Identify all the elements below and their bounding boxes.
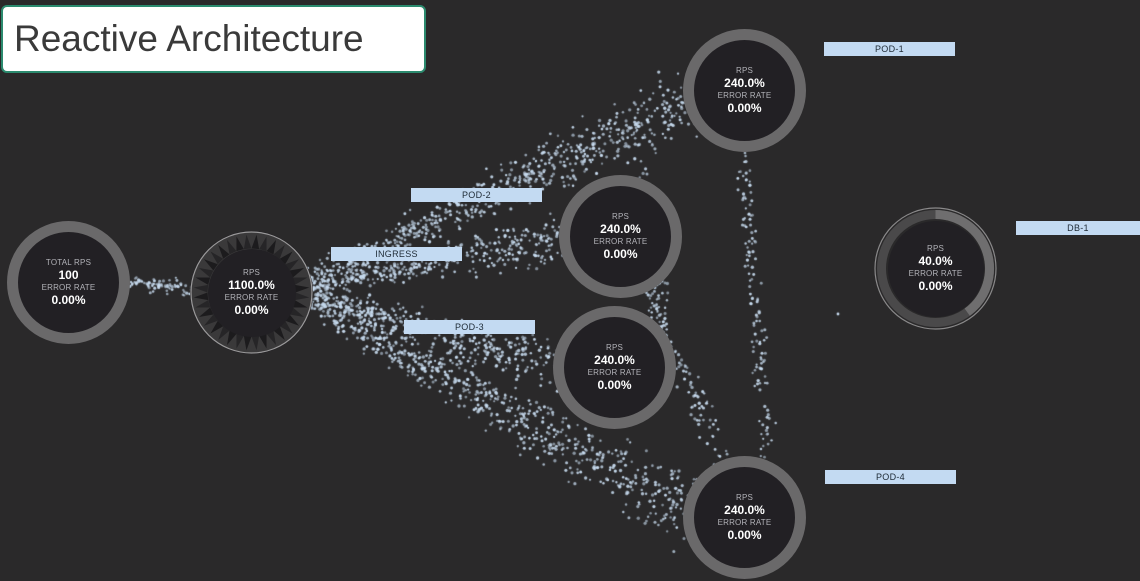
pod-4-tag[interactable]: POD-4 bbox=[825, 470, 956, 484]
pod-3-rps-label: RPS bbox=[605, 342, 624, 352]
pod-4-error-value: 0.00% bbox=[727, 527, 762, 542]
pod-4-node[interactable]: RPS 240.0% ERROR RATE 0.00% bbox=[683, 456, 806, 579]
ingress-error-label: ERROR RATE bbox=[224, 292, 279, 302]
ingress-error-value: 0.00% bbox=[234, 302, 269, 317]
total-error-label: ERROR RATE bbox=[41, 282, 96, 292]
pod-1-rps-label: RPS bbox=[735, 65, 754, 75]
total-rps-node[interactable]: TOTAL RPS 100 ERROR RATE 0.00% bbox=[7, 221, 130, 344]
pod-1-tag[interactable]: POD-1 bbox=[824, 42, 955, 56]
pod-3-tag[interactable]: POD-3 bbox=[404, 320, 535, 334]
ingress-rps-label: RPS bbox=[242, 267, 261, 277]
total-error-value: 0.00% bbox=[51, 292, 86, 307]
db-1-error-label: ERROR RATE bbox=[908, 268, 963, 278]
pod-4-rps-label: RPS bbox=[735, 492, 754, 502]
db-load-ring bbox=[874, 207, 997, 330]
ingress-tag[interactable]: INGRESS bbox=[331, 247, 462, 261]
total-rps-label: TOTAL RPS bbox=[45, 257, 92, 267]
pod-1-rps-value: 240.0% bbox=[724, 75, 765, 90]
pod-2-rps-label: RPS bbox=[611, 211, 630, 221]
db-1-rps-label: RPS bbox=[926, 243, 945, 253]
pod-2-error-value: 0.00% bbox=[603, 246, 638, 261]
pod-1-error-label: ERROR RATE bbox=[717, 90, 772, 100]
pod-4-rps-value: 240.0% bbox=[724, 502, 765, 517]
pod-3-error-value: 0.00% bbox=[597, 377, 632, 392]
ingress-node[interactable]: RPS 1100.0% ERROR RATE 0.00% bbox=[190, 231, 313, 354]
pod-2-rps-value: 240.0% bbox=[600, 221, 641, 236]
db-1-rps-value: 40.0% bbox=[918, 253, 953, 268]
pod-2-error-label: ERROR RATE bbox=[593, 236, 648, 246]
db-1-error-value: 0.00% bbox=[918, 278, 953, 293]
total-rps-value: 100 bbox=[58, 267, 79, 282]
db-1-node[interactable]: RPS 40.0% ERROR RATE 0.00% bbox=[874, 207, 997, 330]
db-1-tag[interactable]: DB-1 bbox=[1016, 221, 1140, 235]
pod-1-node[interactable]: RPS 240.0% ERROR RATE 0.00% bbox=[683, 29, 806, 152]
pod-3-rps-value: 240.0% bbox=[594, 352, 635, 367]
pod-3-node[interactable]: RPS 240.0% ERROR RATE 0.00% bbox=[553, 306, 676, 429]
pod-3-error-label: ERROR RATE bbox=[587, 367, 642, 377]
pod-1-error-value: 0.00% bbox=[727, 100, 762, 115]
pod-2-node[interactable]: RPS 240.0% ERROR RATE 0.00% bbox=[559, 175, 682, 298]
page-title: Reactive Architecture bbox=[1, 5, 426, 73]
pod-2-tag[interactable]: POD-2 bbox=[411, 188, 542, 202]
pod-4-error-label: ERROR RATE bbox=[717, 517, 772, 527]
ingress-rps-value: 1100.0% bbox=[228, 277, 275, 292]
